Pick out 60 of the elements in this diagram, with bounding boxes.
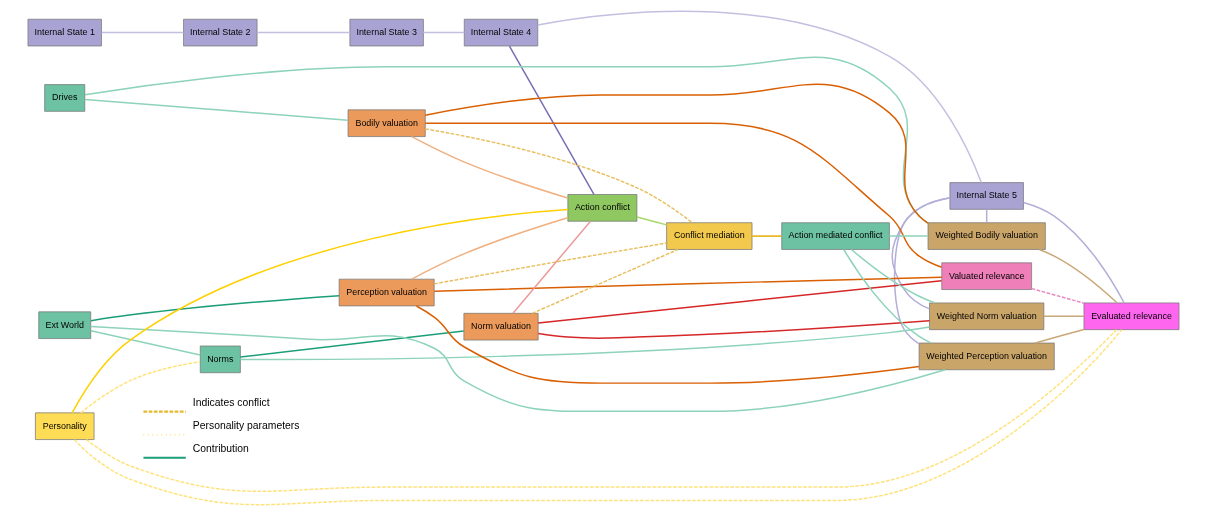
node-box: Bodily valuation [347,109,426,137]
connector [424,122,942,269]
connector [850,248,935,304]
node-box: Internal State 1 [27,18,102,47]
connector [842,248,932,344]
legend-label: Personality parameters [192,420,300,432]
connector [1034,328,1085,344]
connector [79,361,201,414]
connector [89,294,340,322]
node-box: Weighted Bodily valuation [927,222,1046,250]
connector [1038,248,1118,304]
connector [751,235,782,237]
node-box: Evaluated relevance [1083,302,1179,331]
connector [410,216,568,280]
connector [433,242,667,285]
connector [410,135,568,199]
node-box: Norms [199,345,241,374]
connector [1042,315,1085,318]
connector [508,45,595,196]
node-box: Norm valuation [463,312,538,341]
legend-label: Contribution [192,443,249,455]
connector [415,305,920,384]
node-box: Weighted Norm valuation [928,302,1044,331]
connector [424,83,929,224]
node-box: Conflict mediation [665,222,752,250]
connector [531,248,679,315]
connector [89,325,946,413]
connector [1030,287,1085,304]
connector [422,31,465,34]
connector [83,98,349,121]
connector [424,128,693,224]
node-box: Internal State 4 [463,18,538,47]
node-box: Perception valuation [338,278,435,307]
connector [83,56,928,224]
connector [890,197,951,310]
connector [1022,201,1125,304]
connector [71,208,569,414]
node-box: Internal State 2 [182,18,257,47]
legend-label: Indicates conflict [192,397,270,409]
connector [536,10,982,184]
connector [536,280,942,324]
connector [239,330,464,358]
connector [256,31,351,34]
connector [239,326,930,361]
node-box: Internal State 3 [349,18,424,47]
node-box: Weighted Perception valuation [918,342,1055,371]
connector [511,220,591,315]
node-box: Action conflict [567,194,637,222]
connector [888,235,929,237]
node-box: Internal State 5 [949,182,1024,210]
connector [537,319,930,340]
connector [100,31,184,34]
node-box: Personality [34,412,94,440]
node-box: Drives [43,84,85,112]
node-box: Valuated relevance [940,262,1032,290]
node-box: Action mediated conflict [780,222,890,250]
node-box: Ext World [37,311,91,339]
connector [635,216,667,226]
connector [433,276,942,292]
connector [89,330,201,356]
